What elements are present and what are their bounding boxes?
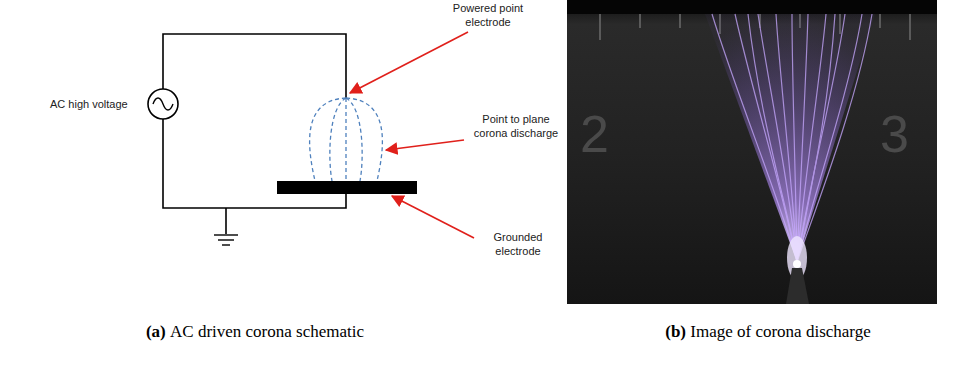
caption-line: (b) Image of corona discharge: [665, 322, 871, 342]
callout-label: Grounded electrode: [478, 230, 558, 259]
subfigure-letter: (a): [146, 322, 166, 341]
ground-plate: [277, 181, 417, 194]
callout-label: Powered point electrode: [438, 1, 538, 30]
callout-label: Point to plane corona discharge: [470, 112, 562, 141]
corona-field-lines: [310, 98, 383, 181]
source-label: AC high voltage: [50, 97, 146, 111]
ac-source-symbol: [148, 89, 178, 119]
ruler-number: 3: [880, 104, 909, 164]
subfigure-caption: AC driven corona schematic: [170, 322, 364, 341]
ruler-number: 2: [580, 104, 609, 164]
leader-arrow: [350, 32, 474, 238]
subfigure-caption: Image of corona discharge: [690, 322, 870, 341]
circuit-wire: [163, 34, 346, 234]
corona-photo: [567, 0, 937, 304]
caption-line: (a) AC driven corona schematic: [146, 322, 364, 342]
subfigure-letter: (b): [665, 322, 686, 341]
ground-symbol: [214, 235, 238, 245]
